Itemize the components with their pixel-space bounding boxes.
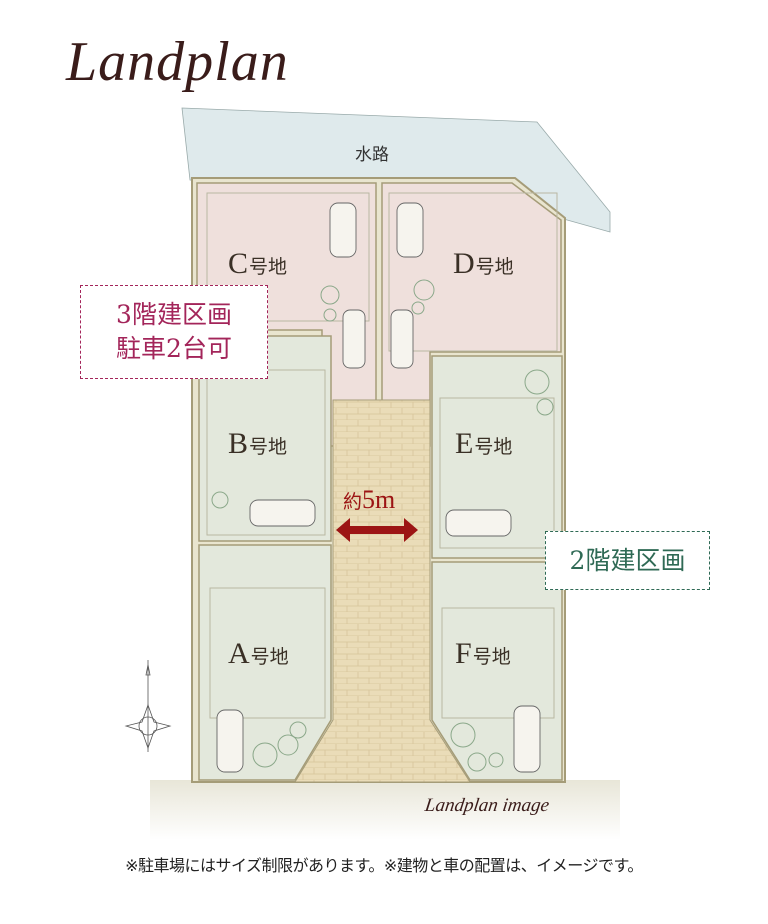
car [216, 709, 244, 773]
car [445, 509, 512, 537]
disclaimer-note: ※駐車場にはサイズ制限があります。※建物と車の配置は、イメージです。 [125, 856, 643, 875]
callout-line: 駐車2台可 [116, 334, 232, 363]
lot-label-a: A号地 [228, 637, 289, 670]
ground-area [150, 780, 620, 840]
lot-label-c: C号地 [228, 247, 288, 280]
callout-line: 3階建区画 [116, 300, 232, 329]
road-width-arrow [336, 518, 418, 542]
page-title: Landplan [66, 31, 289, 93]
private-road [294, 399, 471, 783]
car [396, 202, 424, 258]
car [249, 499, 316, 527]
compass-rose-icon [124, 660, 172, 752]
road-width-label: 約5m [343, 485, 396, 514]
car [329, 202, 357, 258]
car [513, 705, 541, 773]
lot-label-e: E号地 [455, 427, 513, 460]
lot-label-f: F号地 [455, 637, 511, 670]
lot-f [431, 561, 563, 781]
two-story-zone-callout: 2階建区画 [545, 531, 710, 590]
car [342, 309, 366, 369]
lot-label-b: B号地 [228, 427, 288, 460]
car [390, 309, 414, 369]
image-caption: Landplan image [423, 795, 551, 816]
lot-label-d: D号地 [453, 247, 514, 280]
waterway-label: 水路 [355, 145, 389, 165]
three-story-zone-callout: 3階建区画 駐車2台可 [80, 285, 268, 379]
